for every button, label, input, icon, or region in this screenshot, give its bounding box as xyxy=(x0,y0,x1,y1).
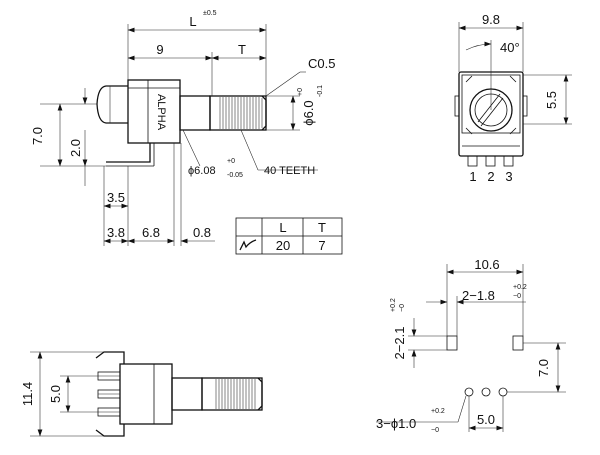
side-view: ALPHA L ±0.5 9 T C0.5 ϕ6.0 +0 -0.1 ϕ6.08… xyxy=(30,10,335,246)
bushing-dia-leader xyxy=(182,129,201,167)
shaft-dia-tol-lower: -0.1 xyxy=(317,85,324,97)
bottom-shaft xyxy=(201,377,263,411)
shaft-diameter: ϕ6.0 xyxy=(301,100,316,125)
bushing-diameter: ϕ6.08 xyxy=(188,165,216,177)
pcb-mount-slot-tol-upper: +0.2 xyxy=(390,298,397,312)
dim-3-5: 3.5 xyxy=(107,190,125,205)
side-knurling xyxy=(219,97,263,129)
bottom-shaft-chamfer xyxy=(257,377,263,411)
bottom-housing xyxy=(119,363,173,425)
front-view: 1 2 3 9.8 40° 5.5 xyxy=(454,12,572,184)
bushing-dia-tol-lower: -0.05 xyxy=(227,172,243,179)
pcb-pin-holes-tol-upper: +0.2 xyxy=(431,408,445,415)
pcb-mount-hole: 2−1.8 xyxy=(462,288,495,303)
pin-label-2: 2 xyxy=(487,169,494,184)
pcb-mount-slot-left xyxy=(446,335,458,351)
dim-0-8: 0.8 xyxy=(193,225,211,240)
dim-T: T xyxy=(238,42,246,57)
table-header-L: L xyxy=(279,220,286,235)
pin-holes-leader xyxy=(457,395,467,423)
bottom-clip-top xyxy=(95,351,125,364)
side-shaft-chamfer xyxy=(261,95,267,131)
bottom-view: 11.4 5.0 xyxy=(20,351,263,437)
bottom-bushing xyxy=(171,377,203,411)
side-housing xyxy=(127,79,181,144)
pcb-pin-hole-1 xyxy=(464,387,474,397)
pcb-mount-hole-tol-upper: +0.2 xyxy=(513,284,527,291)
pin-label-1: 1 xyxy=(469,169,476,184)
pcb-width: 10.6 xyxy=(474,257,499,272)
pcb-mount-slot: 2−2.1 xyxy=(392,327,407,360)
bottom-clip-bottom xyxy=(95,424,125,437)
pcb-pin-holes: 3−ϕ1.0 xyxy=(376,416,416,431)
pcb-mount-slot-right xyxy=(512,335,524,351)
front-width: 9.8 xyxy=(482,12,500,27)
dim-9: 9 xyxy=(156,42,163,57)
front-corner-marks xyxy=(465,75,517,135)
front-pin-2 xyxy=(485,155,496,167)
front-angle: 40° xyxy=(500,40,520,55)
lt-table: L T 20 7 xyxy=(235,217,343,255)
side-bracket xyxy=(106,143,151,163)
pcb-pin-holes-tol-lower: −0 xyxy=(431,427,439,434)
pin-label-3: 3 xyxy=(505,169,512,184)
front-right-tab xyxy=(522,95,528,117)
shaft-dia-tol-upper: +0 xyxy=(297,88,304,96)
pcb-pin-hole-3 xyxy=(498,387,508,397)
pcb-pitch: 5.0 xyxy=(477,412,495,427)
dim-L: L xyxy=(189,14,196,29)
bottom-height-11-4: 11.4 xyxy=(20,382,35,406)
pcb-mount-hole-tol-lower: −0 xyxy=(513,293,521,300)
front-pin-1 xyxy=(467,155,478,167)
angle-arc xyxy=(465,41,492,51)
pcb-layout: 10.6 2−1.8 +0.2 −0 2−2.1 +0.2 −0 7.0 3−ϕ… xyxy=(376,257,566,434)
side-bushing xyxy=(179,95,211,131)
bushing-dia-tol-upper: +0 xyxy=(227,158,235,165)
chamfer-leader xyxy=(265,71,301,97)
teeth-count: 40 TEETH xyxy=(264,165,315,177)
dim-height-7: 7.0 xyxy=(30,127,45,145)
knurled-shaft-icon xyxy=(239,239,257,251)
bottom-knurling xyxy=(215,379,256,409)
chamfer-label: C0.5 xyxy=(308,56,335,71)
pcb-pin-hole-2 xyxy=(481,387,491,397)
table-header-T: T xyxy=(318,220,326,235)
dim-height-2: 2.0 xyxy=(68,139,83,157)
front-left-tab xyxy=(454,95,460,117)
pcb-height: 7.0 xyxy=(536,359,551,377)
dim-6-8: 6.8 xyxy=(142,225,160,240)
bottom-height-5-0: 5.0 xyxy=(48,385,63,403)
table-L-value: 20 xyxy=(276,238,290,253)
front-pin-3 xyxy=(503,155,514,167)
teeth-leader xyxy=(240,129,259,171)
front-height: 5.5 xyxy=(544,91,559,109)
front-shaft-slot xyxy=(480,97,504,127)
front-shaft-slot-2 xyxy=(477,93,501,123)
dim-L-tolerance: ±0.5 xyxy=(203,10,217,17)
pcb-mount-slot-tol-lower: −0 xyxy=(399,304,406,312)
side-pin-stub xyxy=(96,85,128,124)
table-T-value: 7 xyxy=(318,238,325,253)
dim-3-8: 3.8 xyxy=(107,225,125,240)
brand-marking: ALPHA xyxy=(155,94,167,131)
